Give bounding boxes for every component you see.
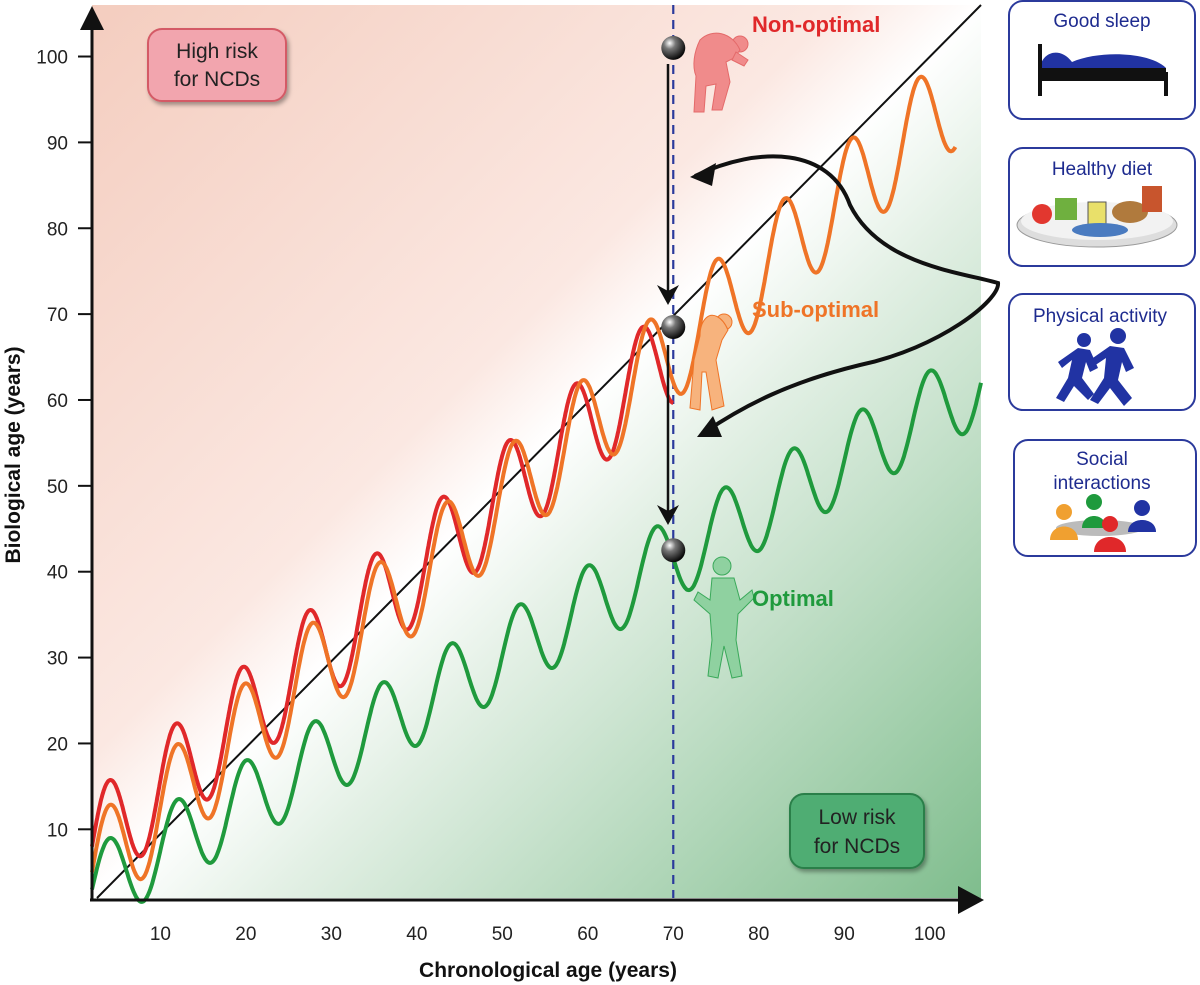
panel-healthy-diet-label: Healthy diet <box>1052 159 1153 180</box>
label-sub-optimal: Sub-optimal <box>752 297 879 322</box>
series-sub-optimal-line <box>90 74 958 882</box>
y-axis-title: Biological age (years) <box>2 346 25 563</box>
arrow-head-1 <box>657 285 679 305</box>
x-tick-label: 60 <box>577 924 598 945</box>
series-layer <box>90 74 983 904</box>
label-optimal: Optimal <box>752 586 834 611</box>
low-risk-line-1: Low risk <box>818 806 896 829</box>
y-tick-label: 40 <box>47 563 68 584</box>
x-tick-label: 40 <box>406 924 427 945</box>
y-tick-label: 90 <box>47 133 68 154</box>
y-tick-label: 50 <box>47 477 68 498</box>
point-non-optimal <box>661 35 686 60</box>
panel-social-label-1: Social <box>1076 449 1128 470</box>
low-risk-box <box>789 793 925 869</box>
panel-physical-activity-label: Physical activity <box>1033 306 1168 327</box>
panel-healthy-diet: Healthy diet <box>1008 147 1196 267</box>
x-tick-label: 20 <box>235 924 256 945</box>
reference-diagonal <box>96 4 982 899</box>
points-layer <box>661 35 686 563</box>
y-tick-label: 60 <box>47 391 68 412</box>
panel-good-sleep-label: Good sleep <box>1053 11 1150 32</box>
point-sub-optimal <box>661 314 686 339</box>
x-tick-labels: 10 20 30 40 50 60 70 80 90 100 <box>150 924 946 945</box>
arrow-head-2 <box>657 505 679 525</box>
y-tick-label: 10 <box>47 820 68 841</box>
y-tick-label: 80 <box>47 219 68 240</box>
high-risk-box <box>147 28 287 102</box>
food-plate-icon <box>1016 186 1178 248</box>
non-optimal-figure-icon <box>693 32 749 113</box>
point-optimal <box>661 538 686 563</box>
y-tick-label: 30 <box>47 649 68 670</box>
x-tick-label: 90 <box>834 924 855 945</box>
x-tick-label: 80 <box>748 924 769 945</box>
panel-social-label-2: interactions <box>1053 473 1150 494</box>
intervention-arrow-head-bottom <box>697 416 722 437</box>
panel-physical-activity: Physical activity <box>1008 293 1196 411</box>
runners-icon <box>1056 328 1134 406</box>
y-axis-arrow-icon <box>80 6 104 30</box>
sub-optimal-figure-icon <box>689 313 733 411</box>
y-tick-label: 20 <box>47 734 68 755</box>
series-optimal-line <box>90 368 983 904</box>
high-risk-line-1: High risk <box>176 40 258 63</box>
x-axis-title: Chronological age (years) <box>419 959 677 982</box>
panel-good-sleep: Good sleep <box>1008 0 1196 120</box>
label-non-optimal: Non-optimal <box>752 12 880 37</box>
x-tick-label: 10 <box>150 924 171 945</box>
x-tick-label: 100 <box>914 924 946 945</box>
x-tick-label: 50 <box>492 924 513 945</box>
transition-arrows <box>657 64 679 525</box>
x-tick-label: 70 <box>663 924 684 945</box>
y-tick-labels: 10 20 30 40 50 60 70 80 90 100 <box>36 48 92 841</box>
x-axis-arrow-icon <box>958 886 984 914</box>
axes <box>80 6 984 914</box>
low-risk-line-2: for NCDs <box>814 835 900 858</box>
intervention-arrow-head-top <box>690 163 716 186</box>
y-tick-label: 100 <box>36 48 68 69</box>
bed-icon <box>1038 44 1168 96</box>
panel-social-interactions: Social interactions <box>1013 439 1197 557</box>
series-non-optimal-line <box>90 324 675 859</box>
high-risk-line-2: for NCDs <box>174 68 260 91</box>
y-tick-label: 70 <box>47 305 68 326</box>
optimal-figure-icon <box>693 556 755 679</box>
intervention-arrow-curve <box>694 154 1000 434</box>
people-group-icon <box>1050 494 1156 552</box>
intervention-arrows <box>690 154 1000 437</box>
x-tick-label: 30 <box>321 924 342 945</box>
